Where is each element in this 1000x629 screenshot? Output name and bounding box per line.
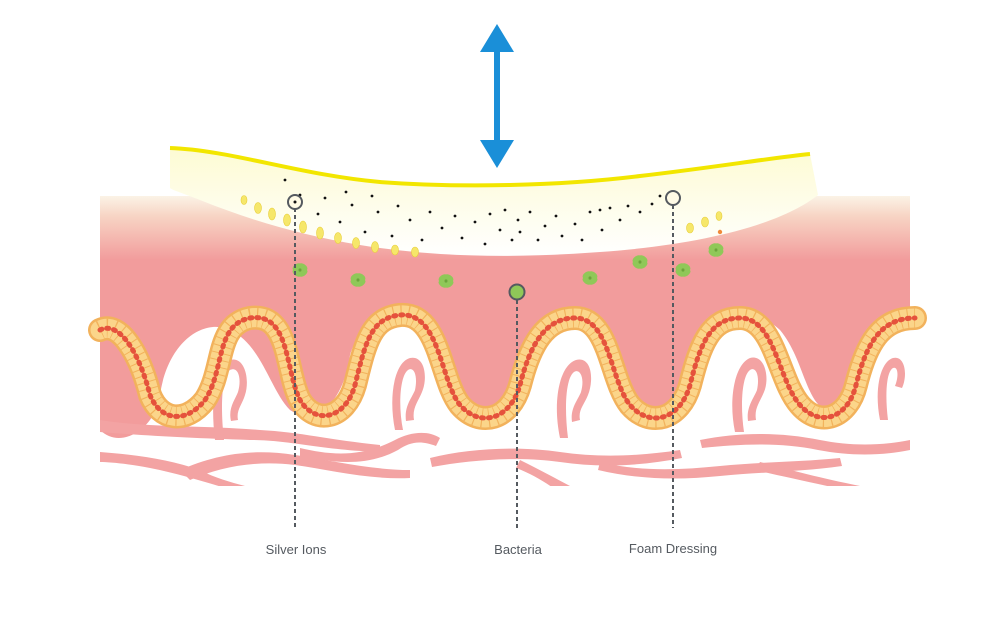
bacteria-label: Bacteria [494, 542, 542, 557]
silver-ions-label: Silver Ions [265, 542, 327, 557]
epithelium-layer [88, 303, 927, 430]
callout-silver-ions [287, 194, 303, 528]
double-vertical-arrow-icon [480, 24, 514, 168]
callout-foam-dressing [665, 190, 681, 528]
circle-marker-icon [508, 283, 526, 301]
circle-marker-icon [665, 190, 681, 206]
callout-bacteria [508, 283, 526, 528]
foam-dressing [169, 146, 818, 258]
foam-dressing-label: Foam Dressing [628, 541, 718, 556]
blood-vessels [100, 357, 910, 486]
